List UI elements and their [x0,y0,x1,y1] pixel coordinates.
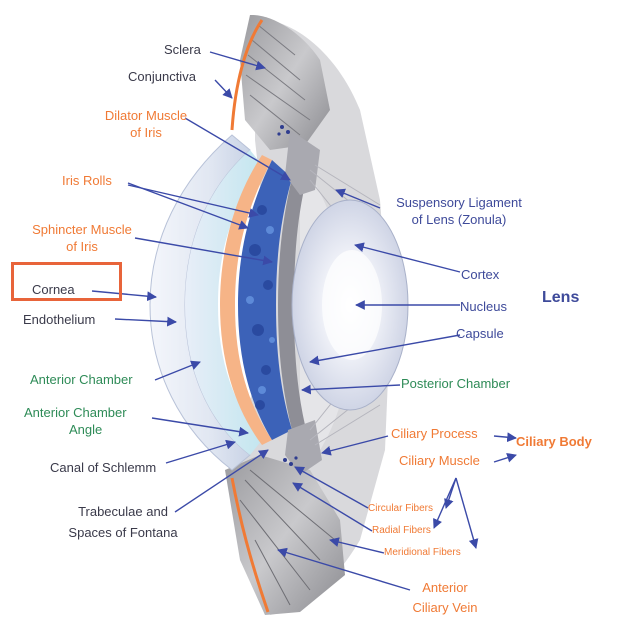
label-sclera: Sclera [164,42,201,57]
arrow-anterior-chamber [154,360,201,381]
label-endothelium: Endothelium [23,312,96,327]
label-suspensory-ligament: Suspensory Ligament of Lens (Zonula) [384,194,534,228]
arrow-iris-rolls-1 [127,182,249,230]
arrow-endothelium [114,316,177,327]
label-trabeculae-line1: Trabeculae and [78,504,168,519]
label-capsule: Capsule [456,326,504,341]
arrow-schlemm [165,439,236,464]
label-conjunctiva: Conjunctiva [128,69,196,84]
label-sphincter-line2: of Iris [66,239,98,254]
label-posterior-chamber: Posterior Chamber [401,376,511,391]
arrow-ciliary-process [321,435,389,456]
iris-highlights [246,226,275,394]
label-arrows [91,51,517,591]
label-lens: Lens [542,289,580,306]
arrow-muscle-radial [433,477,457,529]
label-anterior-ciliary-vein: Anterior Ciliary Vein [395,579,495,616]
label-ciliary-vein-line2: Ciliary Vein [412,600,478,615]
label-ciliary-muscle: Ciliary Muscle [399,453,480,468]
label-ac-angle-line2: Angle [69,422,103,437]
label-sphincter-line1: Sphincter Muscle [32,222,132,237]
arrow-conjunctiva [214,79,233,99]
iris-texture [249,205,273,410]
label-anterior-chamber-angle: Anterior Chamber Angle [24,404,127,438]
arrow-muscle-meridional [455,477,479,549]
arrow-sphincter [134,237,273,266]
iris-anterior-border [220,155,272,445]
arrow-ciliary-body-1 [493,432,517,443]
label-canal-of-schlemm: Canal of Schlemm [50,460,157,475]
label-circular-fibers: Circular Fibers [368,503,434,514]
ciliary-process-top [285,130,320,195]
arrow-ciliary-body-2 [493,453,517,463]
label-dilator-muscle: Dilator Muscle of Iris [96,107,196,141]
lens-nucleus-shape [322,250,382,360]
arrow-ac-angle [151,417,249,437]
iris-posterior [278,178,305,430]
arrow-cortex [354,242,461,273]
label-ac-angle-line1: Anterior Chamber [24,405,127,420]
arrow-zonula [335,188,381,209]
label-trabeculae-line2: Spaces of Fontana [68,525,178,540]
arrow-dilator [184,117,291,181]
sclera-bottom-fibers [239,469,336,606]
label-dilator-line2: of Iris [130,125,162,140]
arrow-circular [294,466,369,509]
ciliary-process-bottom [285,420,322,475]
iris-body [238,160,292,440]
label-ciliary-process: Ciliary Process [391,426,478,441]
label-radial-fibers: Radial Fibers [372,525,431,536]
arrow-radial [292,482,373,532]
anterior-chamber-shape [185,150,262,455]
label-anterior-chamber: Anterior Chamber [30,372,133,387]
arrow-meridional [329,537,385,554]
label-zonula-line2: of Lens (Zonula) [411,212,507,227]
arrow-posterior-chamber [301,384,401,395]
sclera-fiber-lines [245,24,311,136]
label-nucleus: Nucleus [460,299,507,314]
conjunctiva-edge [230,19,264,131]
label-ciliary-body: Ciliary Body [516,434,592,449]
vessel-dots [277,125,298,466]
label-trabeculae: Trabeculae and Spaces of Fontana [58,503,188,541]
arrow-capsule [309,334,461,366]
arrow-trabeculae [174,449,269,513]
conjunctiva-edge-bottom [230,477,270,613]
label-iris-rolls: Iris Rolls [62,173,112,188]
label-ciliary-vein-line1: Anterior [422,580,468,595]
cornea-highlight-box [11,262,122,301]
arrow-iris-rolls-2 [127,184,259,218]
label-cornea: Cornea [32,282,75,297]
label-sphincter-muscle: Sphincter Muscle of Iris [22,221,142,255]
arrow-ciliary-vein [277,547,411,591]
label-zonula-line1: Suspensory Ligament [396,195,522,210]
arrow-cornea [91,290,157,302]
arrow-sclera [209,51,266,71]
label-meridional-fibers: Meridional Fibers [384,547,461,558]
label-cortex: Cortex [461,267,500,282]
label-dilator-line1: Dilator Muscle [104,108,188,123]
